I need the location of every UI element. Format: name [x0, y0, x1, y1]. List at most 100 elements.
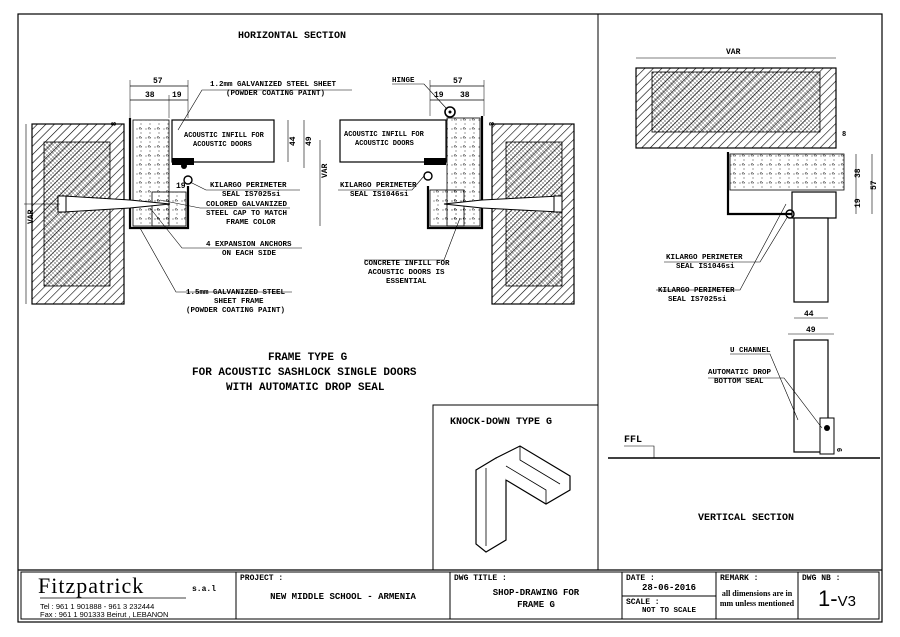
- right-seal-icon: [423, 171, 433, 181]
- label-steel-sheet: 1.2mm GALVANIZED STEEL SHEET: [210, 81, 337, 89]
- dwg-title-label: DWG TITLE :: [454, 574, 507, 583]
- right-door-leaf: [339, 119, 447, 163]
- vertical-dim-49: 49: [806, 326, 816, 335]
- label-infill-left-2: ACOUSTIC DOORS: [193, 141, 252, 149]
- left-door-leaf: [171, 119, 275, 163]
- dim-var-left: VAR: [27, 209, 36, 224]
- dwg-nb-main: 1-: [818, 586, 838, 611]
- company-fax: Fax : 961 1 901333 Beirut , LEBANON: [40, 610, 169, 619]
- dim-44: 44: [289, 136, 298, 146]
- sheet-border: [17, 13, 883, 623]
- left-frame-profile: [128, 118, 190, 230]
- label-v-kilargo-a1: KILARGO PERIMETER: [666, 254, 743, 262]
- label-steel-sheet-paint: (POWDER COATING PAINT): [226, 90, 325, 98]
- knockdown-box: [432, 404, 599, 571]
- frame-title: FRAME TYPE G FOR ACOUSTIC SASHLOCK SINGL…: [192, 352, 417, 394]
- label-ffl: FFL: [624, 435, 642, 446]
- dim-57-right: 57: [453, 77, 463, 86]
- remark-label: REMARK :: [720, 574, 759, 583]
- date-value: 28-06-2016: [641, 583, 696, 593]
- label-kilargo-left-2: SEAL IS7025si: [222, 191, 281, 199]
- knockdown-jamb: [475, 457, 507, 553]
- label-anchors-2: ON EACH SIDE: [222, 250, 277, 258]
- dim-19-left: 19: [172, 91, 182, 100]
- dwg-nb-sub: V3: [837, 593, 856, 610]
- vertical-dim-44: 44: [804, 310, 814, 319]
- dwg-title-line1: SHOP-DRAWING FOR: [492, 588, 580, 598]
- dwg-nb-value: 1-V3: [818, 586, 856, 612]
- label-frame-3: (POWDER COATING PAINT): [186, 307, 285, 315]
- project-label: PROJECT :: [240, 574, 284, 583]
- label-anchors-1: 4 EXPANSION ANCHORS: [206, 241, 292, 249]
- dim-19-right: 19: [434, 91, 444, 100]
- dwg-title-line2: FRAME G: [517, 600, 555, 610]
- label-drop-2: BOTTOM SEAL: [714, 378, 764, 386]
- label-u-channel: U CHANNEL: [730, 347, 771, 355]
- remark-line1: all dimensions are in: [721, 589, 793, 598]
- company-tel: Tel : 961 1 901888 - 961 3 232444: [40, 602, 155, 611]
- dwg-nb-label: DWG NB :: [802, 574, 841, 583]
- vertical-dim-57: 57: [870, 180, 879, 190]
- label-cap-3: FRAME COLOR: [226, 219, 276, 227]
- vertical-section-title: VERTICAL SECTION: [698, 513, 794, 524]
- label-concrete-2: ACOUSTIC DOORS IS: [368, 269, 445, 277]
- vertical-section: VAR 8 38 57 19 44 49 9 FFL KILARGO PERIM…: [608, 48, 880, 524]
- label-cap-1: COLORED GALVANIZED: [206, 201, 288, 209]
- vertical-dim-19: 19: [854, 198, 863, 208]
- dim-8-right: 8: [489, 122, 497, 126]
- vertical-seal-icon: [785, 209, 795, 219]
- vertical-door-leaf-top: [793, 217, 829, 303]
- dim-19-seal: 19: [176, 182, 186, 191]
- label-kilargo-right-2: SEAL IS1046si: [350, 191, 409, 199]
- label-kilargo-right-1: KILARGO PERIMETER: [340, 182, 417, 190]
- knockdown-section: KNOCK-DOWN TYPE G: [450, 417, 571, 553]
- vertical-door-leaf-bottom: [793, 339, 829, 453]
- remark-line2: mm unless mentioned: [719, 599, 795, 608]
- label-drop-1: AUTOMATIC DROP: [708, 369, 772, 377]
- dim-8-left: 8: [111, 122, 119, 126]
- dim-38-left: 38: [145, 91, 155, 100]
- label-infill-right-2: ACOUSTIC DOORS: [355, 140, 414, 148]
- vertical-dim-38: 38: [854, 168, 863, 178]
- left-seal-icon: [183, 175, 193, 185]
- label-concrete-1: CONCRETE INFILL FOR: [364, 260, 450, 268]
- label-frame-1: 1.5mm GALVANIZED STEEL: [186, 289, 286, 297]
- scale-value: NOT TO SCALE: [641, 607, 696, 615]
- label-concrete-3: ESSENTIAL: [386, 278, 427, 286]
- dim-38-right: 38: [460, 91, 470, 100]
- label-cap-2: STEEL CAP TO MATCH: [206, 210, 287, 218]
- date-label: DATE :: [626, 574, 655, 583]
- project-value: NEW MIDDLE SCHOOL - ARMENIA: [270, 592, 416, 602]
- vertical-dim-9: 9: [837, 448, 845, 452]
- scale-label: SCALE :: [626, 598, 660, 607]
- company-name: Fitzpatrick: [38, 573, 145, 598]
- vertical-dim-8: 8: [842, 131, 846, 139]
- dim-var-right: VAR: [321, 163, 330, 178]
- frame-title-line3: WITH AUTOMATIC DROP SEAL: [226, 382, 385, 394]
- company-suffix: s.a.l: [192, 585, 217, 594]
- right-wall-core: [505, 141, 563, 287]
- frame-title-line2: FOR ACOUSTIC SASHLOCK SINGLE DOORS: [192, 367, 417, 379]
- horizontal-section-title: HORIZONTAL SECTION: [238, 31, 346, 42]
- frame-title-line1: FRAME TYPE G: [268, 352, 348, 364]
- vertical-var: VAR: [726, 48, 741, 57]
- knockdown-title: KNOCK-DOWN TYPE G: [450, 417, 552, 428]
- right-frame-profile: [426, 116, 484, 230]
- label-infill-right-1: ACOUSTIC INFILL FOR: [344, 131, 425, 139]
- label-frame-2: SHEET FRAME: [214, 298, 264, 306]
- label-hinge: HINGE: [392, 77, 415, 85]
- left-wall-core: [43, 141, 111, 287]
- label-v-kilargo-a2: SEAL IS1046si: [676, 263, 735, 271]
- vertical-head-frame: [726, 152, 792, 216]
- label-infill-left-1: ACOUSTIC INFILL FOR: [184, 132, 265, 140]
- dim-49: 49: [305, 136, 314, 146]
- label-v-kilargo-b1: KILARGO PERIMETER: [658, 287, 735, 295]
- label-v-kilargo-b2: SEAL IS7025si: [668, 296, 727, 304]
- title-block-grid: [20, 571, 880, 620]
- dim-57-left: 57: [153, 77, 163, 86]
- label-kilargo-left-1: KILARGO PERIMETER: [210, 182, 287, 190]
- knockdown-head: [495, 445, 571, 505]
- drop-seal-icon: [819, 417, 835, 455]
